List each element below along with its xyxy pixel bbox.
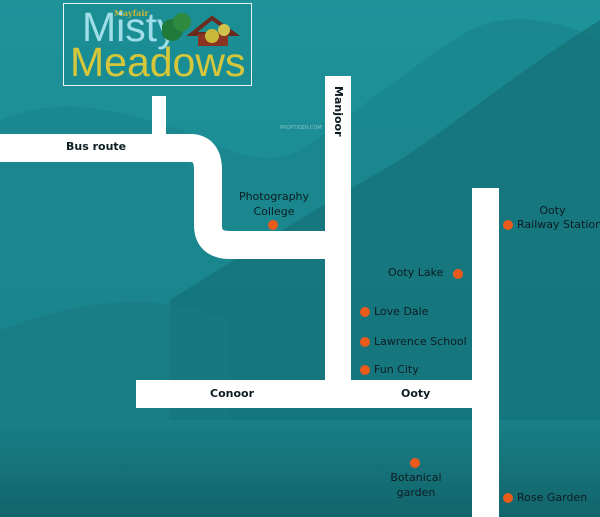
road-label-bus-route: Bus route [66,140,127,153]
place-marker-rose-garden [503,493,513,503]
place-marker-fun-city [360,365,370,375]
place-label-love-dale: Love Dale [374,305,429,318]
place-label-rose-garden: Rose Garden [517,491,588,504]
project-logo: Mayfair Misty Meadows [63,3,252,86]
conoor-ooty-road [136,380,486,408]
place-marker-ooty-railway-station [503,220,513,230]
place-label-ooty-railway-line2: Railway Station [517,218,600,231]
logo-title-line2: Meadows [70,39,246,85]
place-marker-lawrence-school [360,337,370,347]
place-label-ooty-railway-line1: Ooty [539,204,566,217]
place-label-photography-college-line2: College [253,205,295,218]
watermark-text: PROPTIGER.COM [280,125,322,131]
place-label-photography-college-line1: Photography [238,190,310,203]
place-label-lawrence-school: Lawrence School [374,335,467,348]
road-label-conoor: Conoor [210,387,254,400]
road-label-ooty: Ooty [401,387,431,400]
place-marker-love-dale [360,307,370,317]
manjoor-road [325,76,351,382]
place-label-botanical-garden-line1: Botanical [390,471,442,484]
place-label-fun-city: Fun City [374,363,419,376]
place-marker-ooty-lake [453,269,463,279]
lake-water [0,420,600,517]
logo-builder-name: Mayfair [114,8,149,18]
left-ridge [0,301,230,430]
logo-house-trees-icon [162,13,241,46]
logo-connector-road [152,96,166,136]
road-label-manjoor: Manjoor [332,86,345,137]
place-marker-botanical-garden [410,458,420,468]
ooty-railway-road [472,188,499,517]
place-label-botanical-garden-line2: garden [396,486,436,499]
bus-route-road [0,134,326,259]
place-label-ooty-lake: Ooty Lake [388,266,444,279]
place-marker-photography-college [268,220,278,230]
